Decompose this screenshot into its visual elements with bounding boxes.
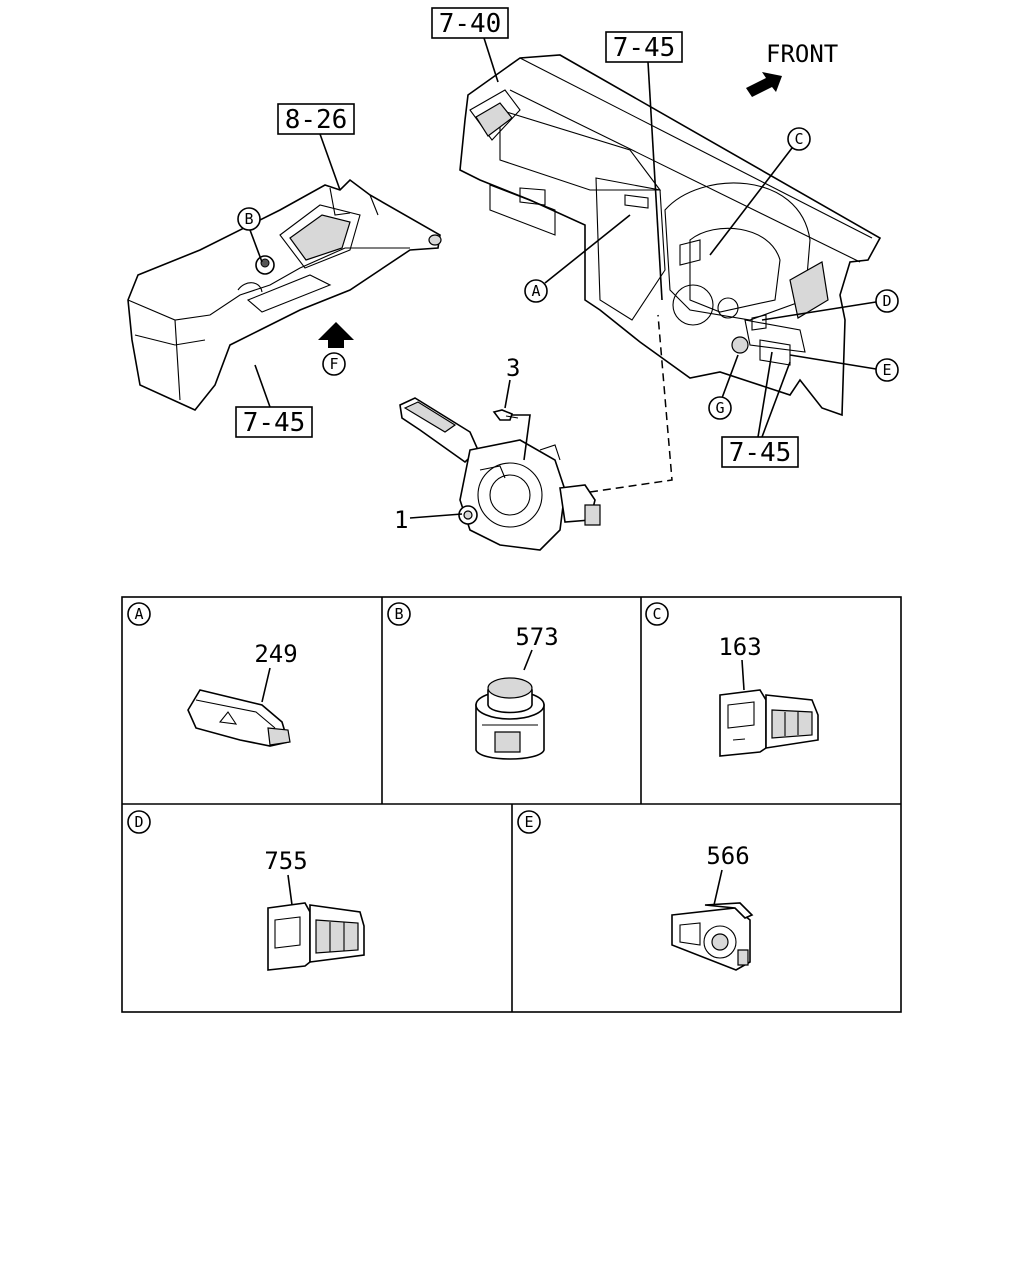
part-number-3: 3	[506, 354, 520, 382]
panel-letter-badge	[127, 810, 151, 834]
part-number: 566	[706, 842, 749, 870]
svg-text:E: E	[524, 813, 533, 831]
callout-E[interactable]: E	[875, 358, 899, 382]
ref-label-text: 7-45	[613, 33, 676, 63]
part-number: 249	[254, 640, 297, 668]
svg-text:A: A	[531, 282, 540, 300]
center-console-illustration	[127, 178, 442, 411]
ref-label-text: 7-45	[729, 438, 792, 468]
fog-lamp-switch-illustration	[267, 902, 365, 971]
detail-panel-B[interactable]: B 573	[387, 602, 559, 760]
part-number-1: 1	[394, 506, 408, 534]
dashboard-illustration	[459, 54, 882, 417]
detail-panel-A[interactable]: A 249	[127, 602, 298, 747]
ref-label-text: 7-40	[439, 9, 502, 39]
mirror-control-switch-illustration	[671, 902, 754, 971]
screw-illustration	[492, 409, 519, 421]
svg-text:D: D	[882, 292, 891, 310]
detail-panel-D[interactable]: D 755	[127, 810, 365, 971]
front-direction-indicator: FRONT	[746, 40, 838, 97]
panel-letter-badge	[127, 602, 151, 626]
front-arrow-icon	[746, 72, 782, 97]
callout-F[interactable]: F	[322, 352, 346, 376]
hazard-switch-illustration	[187, 689, 291, 747]
ref-label-7-40[interactable]: 7-40	[431, 7, 509, 39]
callout-C[interactable]: C	[787, 127, 811, 151]
ref-label-text: 7-45	[243, 408, 306, 438]
svg-text:F: F	[329, 355, 338, 373]
part-number: 755	[264, 847, 307, 875]
callout-D[interactable]: D	[875, 289, 899, 313]
callout-G[interactable]: G	[708, 396, 732, 420]
front-label: FRONT	[766, 40, 838, 68]
svg-text:B: B	[244, 210, 253, 228]
callout-B[interactable]: B	[237, 207, 261, 231]
ref-label-7-45-dash[interactable]: 7-45	[605, 31, 683, 63]
svg-text:A: A	[134, 605, 143, 623]
detail-panel-C[interactable]: C 163	[645, 602, 819, 757]
svg-text:D: D	[134, 813, 143, 831]
detail-panel-E[interactable]: E 566	[517, 810, 754, 971]
part-number: 163	[718, 633, 761, 661]
panel-letter-badge	[517, 810, 541, 834]
svg-text:C: C	[794, 130, 803, 148]
detail-grid	[121, 596, 902, 1013]
ref-label-8-26[interactable]: 8-26	[277, 103, 355, 135]
svg-text:B: B	[394, 605, 403, 623]
svg-text:G: G	[715, 399, 724, 417]
combination-switch-illustration	[399, 397, 601, 551]
rotary-knob-illustration	[475, 677, 545, 760]
svg-text:E: E	[882, 361, 891, 379]
ref-label-7-45-switches[interactable]: 7-45	[721, 436, 799, 468]
panel-letter-badge	[645, 602, 669, 626]
up-arrow-icon	[318, 322, 354, 348]
part-number: 573	[515, 623, 558, 651]
ref-label-7-45-console[interactable]: 7-45	[235, 406, 313, 438]
ref-label-text: 8-26	[285, 105, 348, 135]
rear-defrost-switch-illustration	[719, 689, 819, 757]
svg-text:C: C	[652, 605, 661, 623]
callout-A[interactable]: A	[524, 279, 548, 303]
panel-letter-badge	[387, 602, 411, 626]
